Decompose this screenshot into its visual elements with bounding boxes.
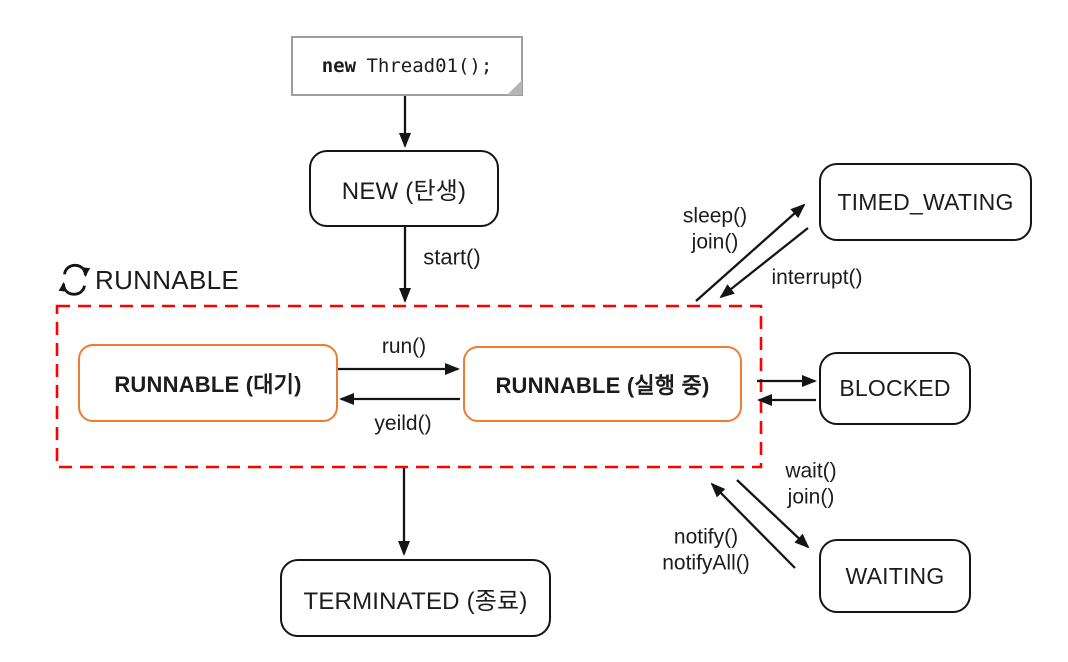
arrow-notify-from-waiting [710,482,796,569]
node-blocked: BLOCKED [819,352,971,425]
label-yield: yeild() [374,412,432,436]
label-interrupt: interrupt() [771,266,863,290]
folded-corner-icon [507,80,522,95]
arrow-wait-join-to-waiting [736,479,810,549]
label-run: run() [381,335,427,359]
code-text: Thread01(); [366,55,493,77]
label-notify: notify() [673,525,739,549]
label-sleep-join: sleep() join() [683,203,747,254]
label-sleep: sleep() [682,204,748,228]
node-waiting: WAITING [819,539,971,613]
label-wait-join-line2: join() [787,485,835,508]
label-start: start() [423,244,481,270]
runnable-group-text: RUNNABLE [95,264,239,295]
code-keyword: new [321,55,357,77]
label-wait-join: wait() join() [785,458,836,509]
cycle-icon [58,263,91,296]
label-notifyall: notifyAll() [662,551,750,574]
node-runnable-running: RUNNABLE (실행 중) [463,346,742,422]
runnable-group-dashed-box [55,304,763,469]
code-callout: new Thread01(); [291,36,523,96]
arrow-interrupt-from-timed-waiting [719,227,809,299]
arrow-sleep-join-to-timed-waiting [695,203,806,302]
node-runnable-ready: RUNNABLE (대기) [78,344,338,422]
node-timed-waiting: TIMED_WATING [819,163,1032,241]
node-terminated: TERMINATED (종료) [280,559,551,637]
label-sleep-join-line2: join() [691,230,739,253]
node-new: NEW (탄생) [309,150,499,227]
label-wait: wait() [785,459,837,483]
label-notify-notifyall: notify() notifyAll() [662,524,750,575]
runnable-group-label: RUNNABLE [56,262,239,298]
